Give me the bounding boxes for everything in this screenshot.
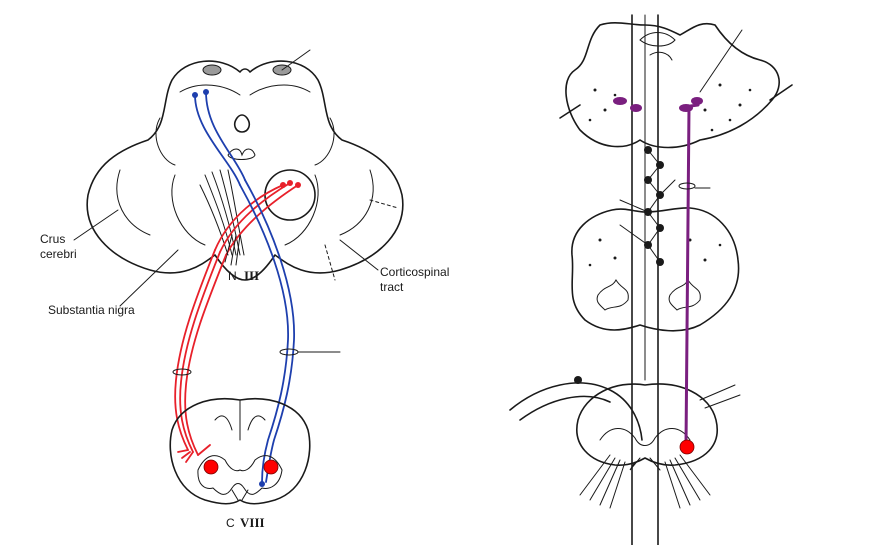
n3-label-roman: III	[244, 268, 259, 283]
blue-descending-tract	[239, 179, 341, 487]
right-panel	[509, 14, 793, 545]
upper-brainstem-section	[559, 22, 793, 149]
blue-pathway-brainstem	[192, 89, 246, 186]
purple-cell-body	[630, 104, 642, 112]
substantia-nigra-label: Substantia nigra	[48, 303, 135, 317]
spinal-cord-c8	[169, 398, 311, 505]
crus-cerebri-label-2: cerebri	[40, 247, 77, 261]
red-cell-body-cord-right	[679, 439, 695, 455]
lower-spinal-cord-section	[509, 376, 741, 509]
left-panel: Crus cerebri Substantia nigra N III Cort…	[40, 49, 449, 530]
purple-cell-body	[679, 104, 693, 112]
purple-cell-body	[613, 97, 627, 105]
red-pathway-brainstem	[214, 180, 301, 256]
red-descending-tract	[172, 249, 227, 463]
blue-terminal-dot	[192, 92, 198, 98]
c8-label-roman: VIII	[240, 515, 265, 530]
blue-terminal-dot	[259, 481, 265, 487]
red-cell-body-left	[203, 459, 219, 475]
middle-brainstem-section	[571, 207, 740, 332]
red-cell-body-right	[263, 459, 279, 475]
crus-cerebri-label-1: Crus	[40, 232, 65, 246]
purple-cell-body	[691, 97, 703, 105]
purple-pathway	[613, 97, 711, 447]
midline-nuclei-chain	[644, 146, 664, 266]
n3-label-prefix: N	[228, 269, 237, 283]
midbrain-section	[86, 49, 404, 281]
corticospinal-label-2: tract	[380, 280, 404, 294]
blue-terminal-dot	[203, 89, 209, 95]
c8-label-prefix: C	[226, 516, 235, 530]
left-grey-nucleus	[202, 64, 222, 76]
corticospinal-label-1: Corticospinal	[380, 265, 449, 279]
